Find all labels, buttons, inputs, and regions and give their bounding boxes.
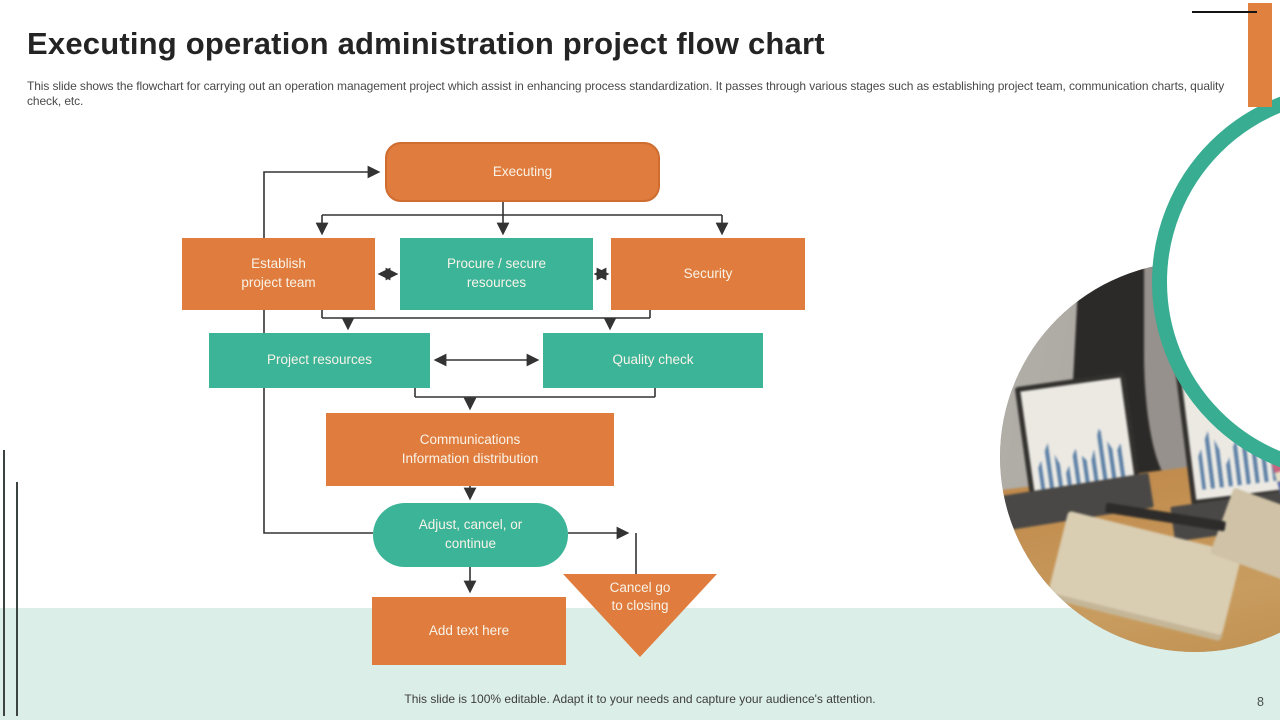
node-label: Cancel go to closing xyxy=(609,580,671,613)
node-label: Establish project team xyxy=(241,256,316,290)
node-label: Security xyxy=(683,265,733,281)
node-label: Add text here xyxy=(428,622,510,638)
node-label: Communications Information distribution xyxy=(401,431,539,466)
node-label: Procure / secure resources xyxy=(446,256,547,290)
flow-node-quality-check[interactable]: Quality check xyxy=(543,333,763,388)
footer-note: This slide is 100% editable. Adapt it to… xyxy=(404,692,876,706)
node-label: Quality check xyxy=(612,352,694,368)
left-accent-line xyxy=(16,482,18,716)
flow-node-add-text-here[interactable]: Add text here xyxy=(372,597,566,665)
triangle-down-shape xyxy=(563,574,717,657)
top-right-accent-line xyxy=(1192,11,1257,13)
flow-node-adjust-cancel-or-continue[interactable]: Adjust, cancel, or continue xyxy=(373,503,568,567)
flow-node-establish-project-team[interactable]: Establish project team xyxy=(182,238,375,310)
top-right-accent-bar xyxy=(1248,3,1272,107)
flow-node-executing[interactable]: Executing xyxy=(385,142,660,202)
page-title: Executing operation administration proje… xyxy=(27,26,825,61)
flow-node-procure-secure-resources[interactable]: Procure / secure resources xyxy=(400,238,593,310)
page-number: 8 xyxy=(1257,695,1264,709)
flow-node-cancel-go-to-closing[interactable]: Cancel go to closing xyxy=(563,574,717,657)
node-label: Executing xyxy=(492,163,553,179)
node-label: Project resources xyxy=(266,352,373,368)
flow-node-communications-information-distribution[interactable]: Communications Information distribution xyxy=(326,413,614,486)
flow-node-security[interactable]: Security xyxy=(611,238,805,310)
slide-description: This slide shows the flowchart for carry… xyxy=(27,79,1225,108)
flow-node-project-resources[interactable]: Project resources xyxy=(209,333,430,388)
left-accent-line xyxy=(3,450,5,716)
node-label: Adjust, cancel, or continue xyxy=(418,517,523,551)
